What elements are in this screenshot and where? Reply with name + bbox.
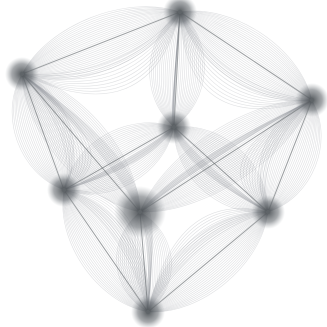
- vertex-B: [5, 57, 39, 91]
- vertex-G: [251, 195, 285, 229]
- vertex-dot: [20, 72, 24, 76]
- vertex-dot: [310, 98, 314, 102]
- vertex-dot: [172, 125, 176, 129]
- vertex-dot: [62, 188, 66, 192]
- edge-bundles: [12, 7, 321, 312]
- vertex-F: [114, 186, 166, 238]
- vertex-dot: [138, 210, 142, 214]
- vertex-dot: [146, 310, 150, 314]
- vertex-E: [47, 173, 81, 207]
- vertex-dot: [178, 10, 182, 14]
- vertex-D: [157, 110, 191, 144]
- vertex-dot: [266, 210, 270, 214]
